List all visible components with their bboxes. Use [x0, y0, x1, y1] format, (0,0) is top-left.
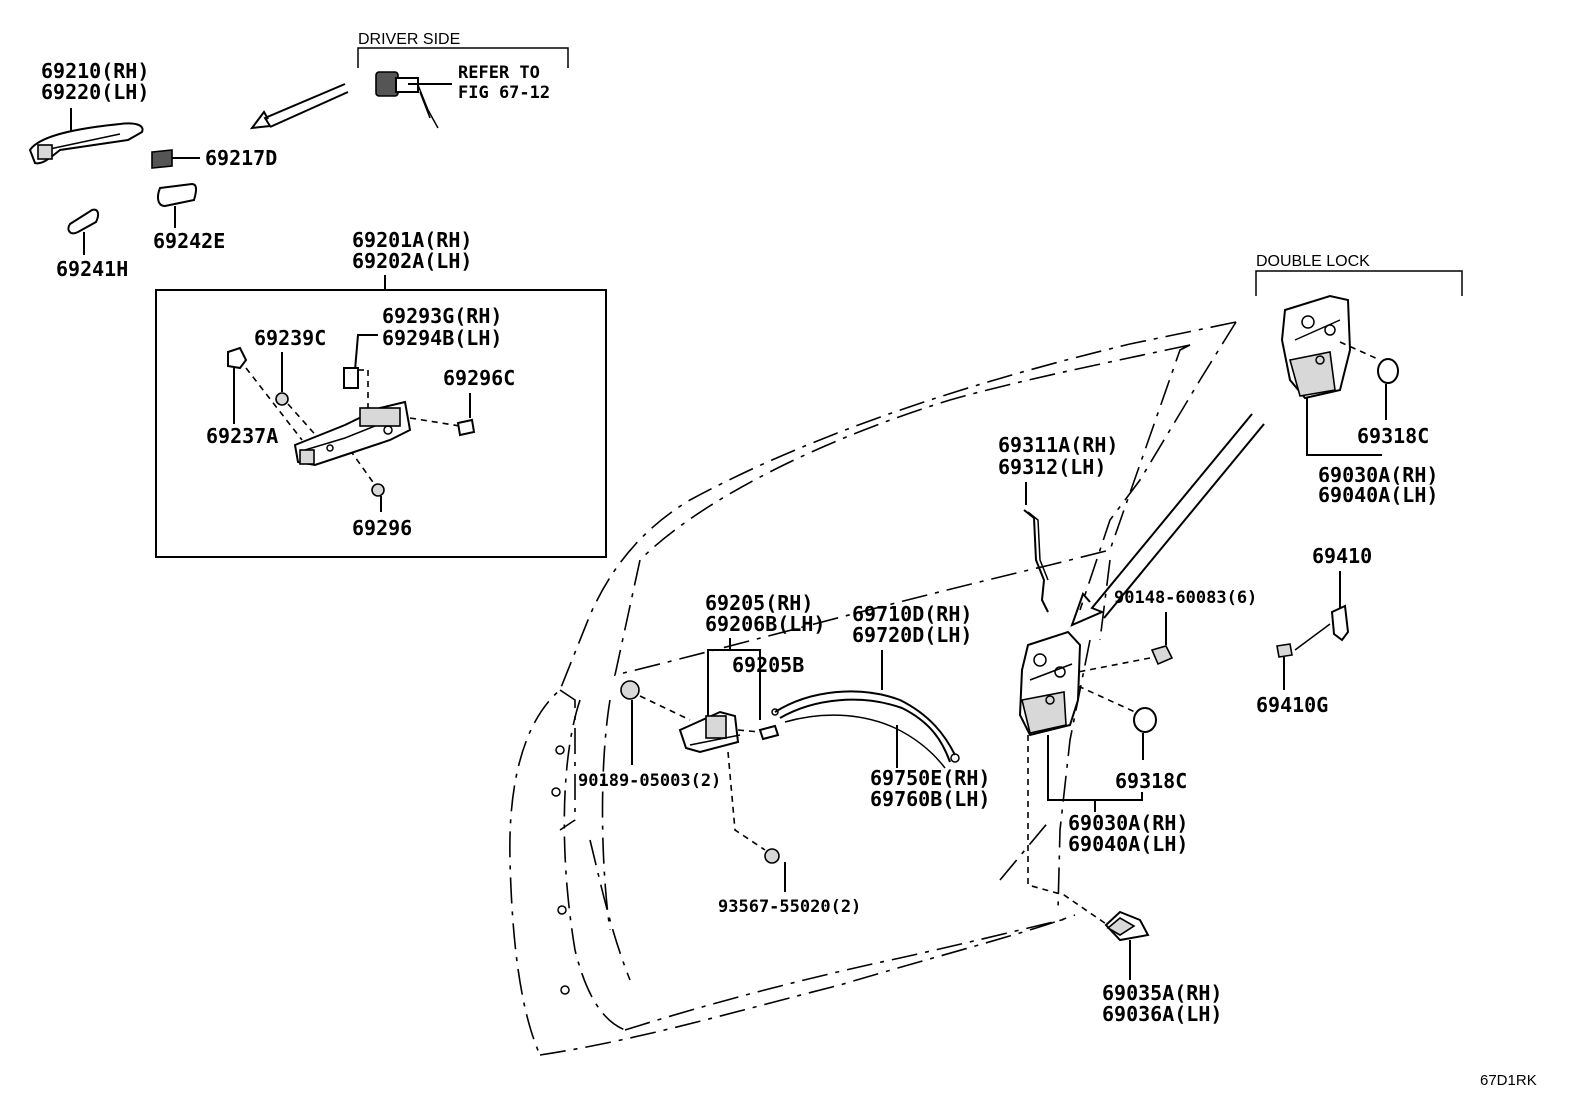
frame-assembly-box	[155, 289, 607, 558]
label-69036a: 69036A(LH)	[1102, 1002, 1222, 1026]
label-69205b: 69205B	[732, 653, 804, 677]
part-69205b	[758, 724, 780, 741]
label-69760b: 69760B(LH)	[870, 787, 990, 811]
driver-side-group: DRIVER SIDE REFER TO FIG 67-12	[357, 31, 569, 129]
part-69217d	[151, 149, 173, 169]
part-93567	[764, 848, 780, 864]
part-69293g	[343, 367, 359, 389]
part-90148	[1150, 645, 1174, 666]
label-69040a-bot: 69040A(LH)	[1068, 832, 1188, 856]
label-69237a: 69237A	[206, 424, 278, 448]
figure-code: 67D1RK	[1480, 1072, 1537, 1089]
label-69210: 69210(RH)	[41, 59, 149, 83]
label-69239c: 69239C	[254, 326, 326, 350]
inside-handle-group: 69205(RH) 69206B(LH) 69205B 90189-05003(…	[578, 591, 990, 917]
outside-handle	[28, 122, 144, 165]
driver-side-header: DRIVER SIDE	[358, 31, 460, 48]
label-69318c-top: 69318C	[1357, 424, 1429, 448]
label-69217d: 69217D	[205, 146, 277, 170]
inside-frame-group: 69201A(RH) 69202A(LH) 69293G(RH) 69294B(…	[155, 228, 607, 558]
label-69242e: 69242E	[153, 229, 225, 253]
label-90148: 90148-60083(6)	[1114, 588, 1257, 608]
label-69410: 69410	[1312, 544, 1372, 568]
part-69237a	[227, 346, 248, 370]
direction-arrow-left	[249, 83, 346, 130]
door-lock-assembly-main	[1018, 630, 1082, 737]
inside-handle-frame	[293, 400, 412, 467]
cable-assembly	[771, 690, 960, 769]
label-69205: 69205(RH)	[705, 591, 813, 615]
direction-arrow-down	[1070, 413, 1253, 627]
part-69318c-bot	[1133, 707, 1157, 733]
part-69318c-top	[1377, 358, 1399, 384]
part-69296c	[456, 418, 476, 437]
label-69201a: 69201A(RH)	[352, 228, 472, 252]
label-69035a: 69035A(RH)	[1102, 981, 1222, 1005]
part-69410	[1330, 604, 1350, 642]
outside-handle-group: 69210(RH) 69220(LH) 69217D 69242E 69241H	[28, 59, 349, 281]
label-69296c: 69296C	[443, 366, 515, 390]
inside-door-handle	[678, 710, 741, 754]
label-69294b: 69294B(LH)	[382, 326, 502, 350]
door-lock-assembly-double	[1280, 294, 1352, 400]
part-69311a-rod	[1023, 509, 1049, 613]
label-69720d: 69720D(LH)	[852, 623, 972, 647]
double-lock-header: DOUBLE LOCK	[1256, 253, 1370, 270]
label-69296: 69296	[352, 516, 412, 540]
label-69202a: 69202A(LH)	[352, 249, 472, 273]
label-69030a-bot: 69030A(RH)	[1068, 811, 1188, 835]
refer-line2: FIG 67-12	[458, 83, 550, 103]
door-lock-main-group: 69311A(RH) 69312(LH) 90148-60083(6) 6931…	[998, 433, 1257, 1026]
label-69040a-top: 69040A(LH)	[1318, 483, 1438, 507]
label-69710d: 69710D(RH)	[852, 602, 972, 626]
striker-group: 69410 69410G	[1256, 544, 1372, 717]
part-69242e	[156, 182, 198, 208]
label-93567: 93567-55020(2)	[718, 897, 861, 917]
label-69220: 69220(LH)	[41, 80, 149, 104]
label-69030a-top: 69030A(RH)	[1318, 463, 1438, 487]
label-90189: 90189-05003(2)	[578, 771, 721, 791]
label-69312: 69312(LH)	[998, 455, 1106, 479]
part-69296	[371, 483, 385, 497]
label-69293g: 69293G(RH)	[382, 304, 502, 328]
part-69241h	[67, 208, 100, 235]
label-69410g: 69410G	[1256, 693, 1328, 717]
label-69241h: 69241H	[56, 257, 128, 281]
label-69206b: 69206B(LH)	[705, 612, 825, 636]
part-69239c	[275, 392, 289, 406]
lock-cylinder	[375, 71, 439, 129]
double-lock-group: DOUBLE LOCK 69318C 69030A(RH) 69040A(LH)	[1070, 253, 1463, 627]
door-outline	[509, 321, 1237, 1056]
refer-line1: REFER TO	[458, 63, 540, 83]
label-69750e: 69750E(RH)	[870, 766, 990, 790]
part-90189	[620, 680, 640, 700]
part-69410g	[1276, 643, 1293, 658]
label-69311a: 69311A(RH)	[998, 433, 1118, 457]
label-69318c-bot: 69318C	[1115, 769, 1187, 793]
